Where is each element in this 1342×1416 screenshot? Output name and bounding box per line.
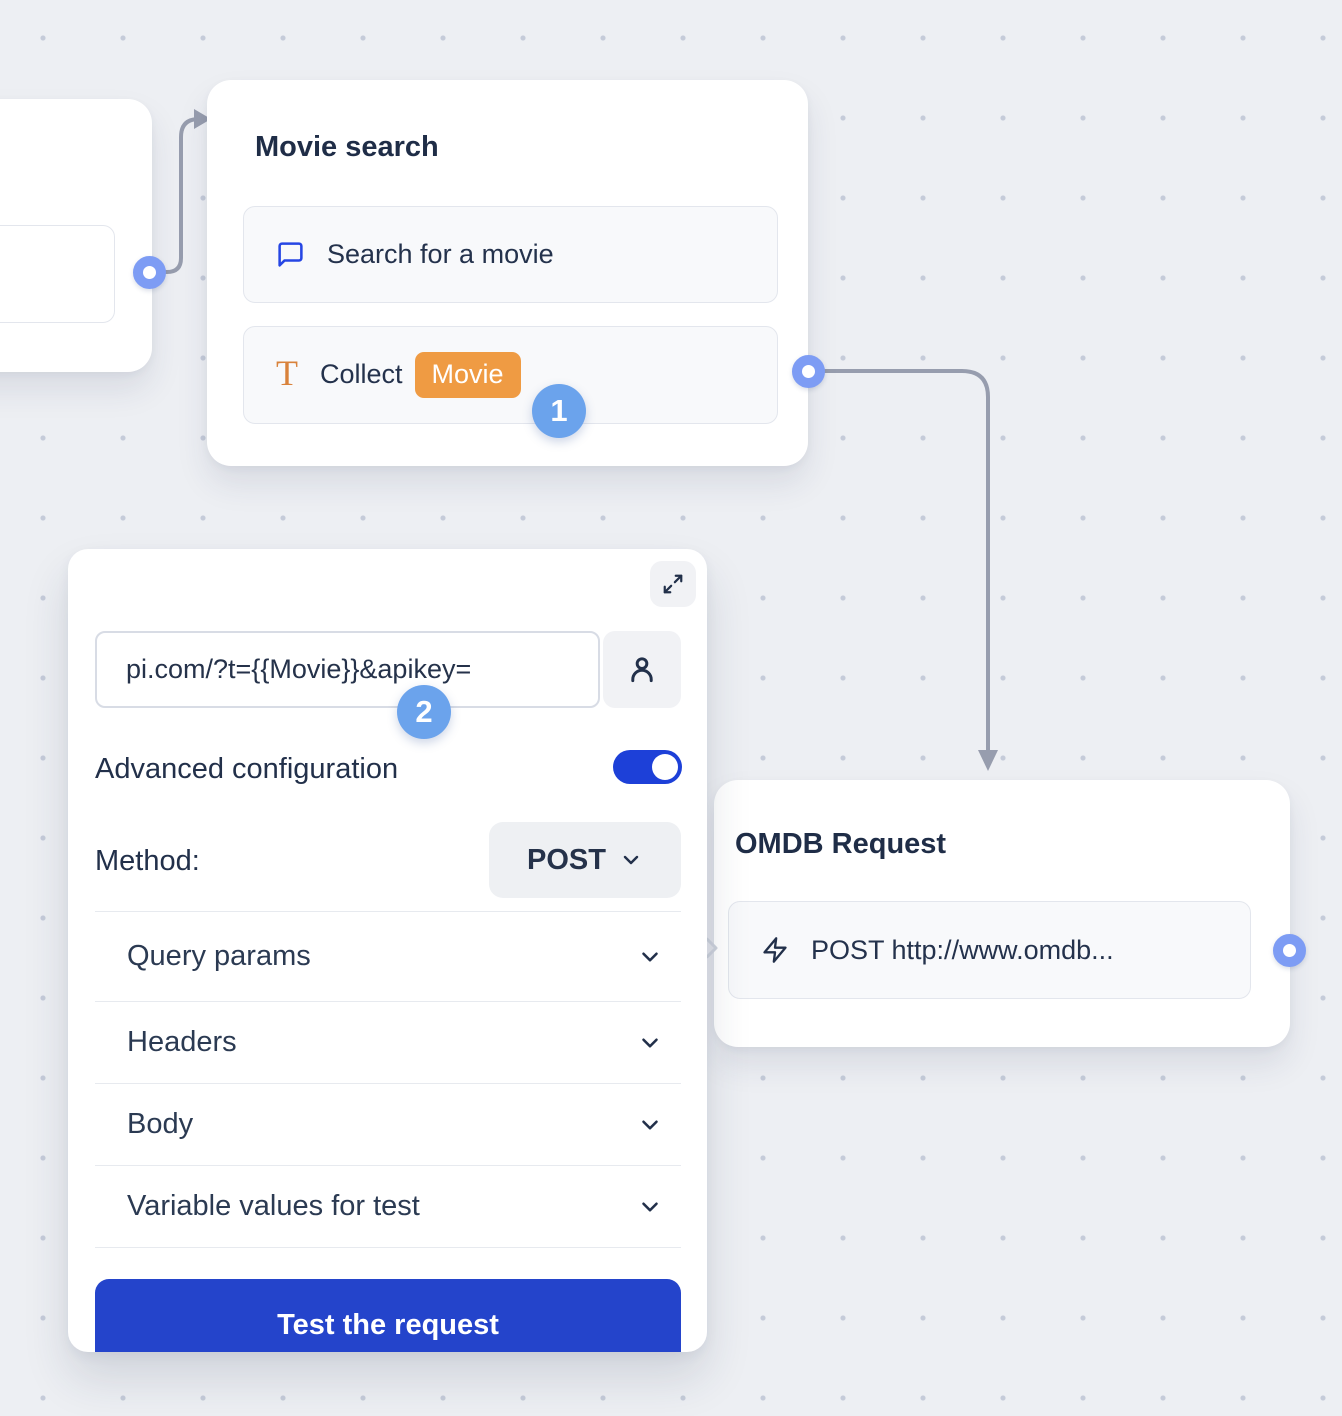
wire-arrowhead-down bbox=[978, 750, 998, 771]
chevron-down-icon bbox=[637, 1194, 663, 1220]
node-item-label: Search for a movie bbox=[327, 239, 554, 270]
section-label: Body bbox=[127, 1108, 193, 1141]
text-input-icon: T bbox=[276, 355, 298, 391]
node-item-label: Collect bbox=[320, 359, 403, 390]
node-item-label: POST http://www.omdb... bbox=[811, 935, 1114, 966]
section-row-headers[interactable]: Headers bbox=[95, 1002, 681, 1084]
node-item-collect-movie[interactable]: T Collect Movie bbox=[243, 326, 778, 424]
method-label: Method: bbox=[95, 845, 200, 878]
expand-icon bbox=[662, 573, 684, 595]
output-connector-omdb-request[interactable] bbox=[1273, 934, 1306, 967]
section-label: Headers bbox=[127, 1026, 237, 1059]
section-row-variable-values[interactable]: Variable values for test bbox=[95, 1166, 681, 1248]
advanced-configuration-label: Advanced configuration bbox=[95, 753, 398, 786]
output-connector-movie-search[interactable] bbox=[792, 355, 825, 388]
node-item-partial[interactable] bbox=[0, 225, 115, 323]
zap-icon bbox=[761, 936, 789, 964]
advanced-configuration-toggle[interactable] bbox=[613, 750, 682, 784]
node-item-label-wrap: Collect Movie bbox=[320, 352, 521, 398]
node-card-partial[interactable] bbox=[0, 99, 152, 372]
chevron-down-icon bbox=[619, 848, 643, 872]
chevron-down-icon bbox=[637, 1112, 663, 1138]
node-item-webhook-post[interactable]: POST http://www.omdb... bbox=[728, 901, 1251, 999]
person-icon bbox=[625, 653, 659, 687]
wire-movie-to-omdb bbox=[825, 371, 988, 751]
step-badge-2: 2 bbox=[397, 685, 451, 739]
output-connector-partial-card[interactable] bbox=[133, 256, 166, 289]
node-title-movie-search: Movie search bbox=[255, 131, 439, 164]
url-input[interactable]: pi.com/?t={{Movie}}&apikey= bbox=[95, 631, 600, 708]
node-item-search-message[interactable]: Search for a movie bbox=[243, 206, 778, 303]
method-dropdown[interactable]: POST bbox=[489, 822, 681, 898]
chat-bubble-icon bbox=[276, 240, 305, 269]
chevron-down-icon bbox=[637, 944, 663, 970]
node-card-omdb-request[interactable]: OMDB Request POST http://www.omdb... bbox=[714, 780, 1290, 1047]
variable-badge-movie[interactable]: Movie bbox=[415, 352, 521, 398]
node-title-omdb-request: OMDB Request bbox=[735, 828, 946, 861]
section-label: Variable values for test bbox=[127, 1190, 420, 1223]
toggle-knob bbox=[652, 754, 678, 780]
section-label: Query params bbox=[127, 940, 311, 973]
section-row-body[interactable]: Body bbox=[95, 1084, 681, 1166]
test-request-button[interactable]: Test the request bbox=[95, 1279, 681, 1352]
person-button[interactable] bbox=[603, 631, 681, 708]
expand-button[interactable] bbox=[650, 561, 696, 607]
step-badge-1: 1 bbox=[532, 384, 586, 438]
url-input-value: pi.com/?t={{Movie}}&apikey= bbox=[126, 654, 471, 685]
node-card-movie-search[interactable]: Movie search Search for a movie T Collec… bbox=[207, 80, 808, 466]
chevron-down-icon bbox=[637, 1030, 663, 1056]
section-row-query-params[interactable]: Query params bbox=[95, 912, 681, 1002]
method-value: POST bbox=[527, 844, 606, 877]
wire-into-movie-search bbox=[161, 119, 199, 272]
webhook-config-panel: pi.com/?t={{Movie}}&apikey= 2 Advanced c… bbox=[68, 549, 707, 1352]
